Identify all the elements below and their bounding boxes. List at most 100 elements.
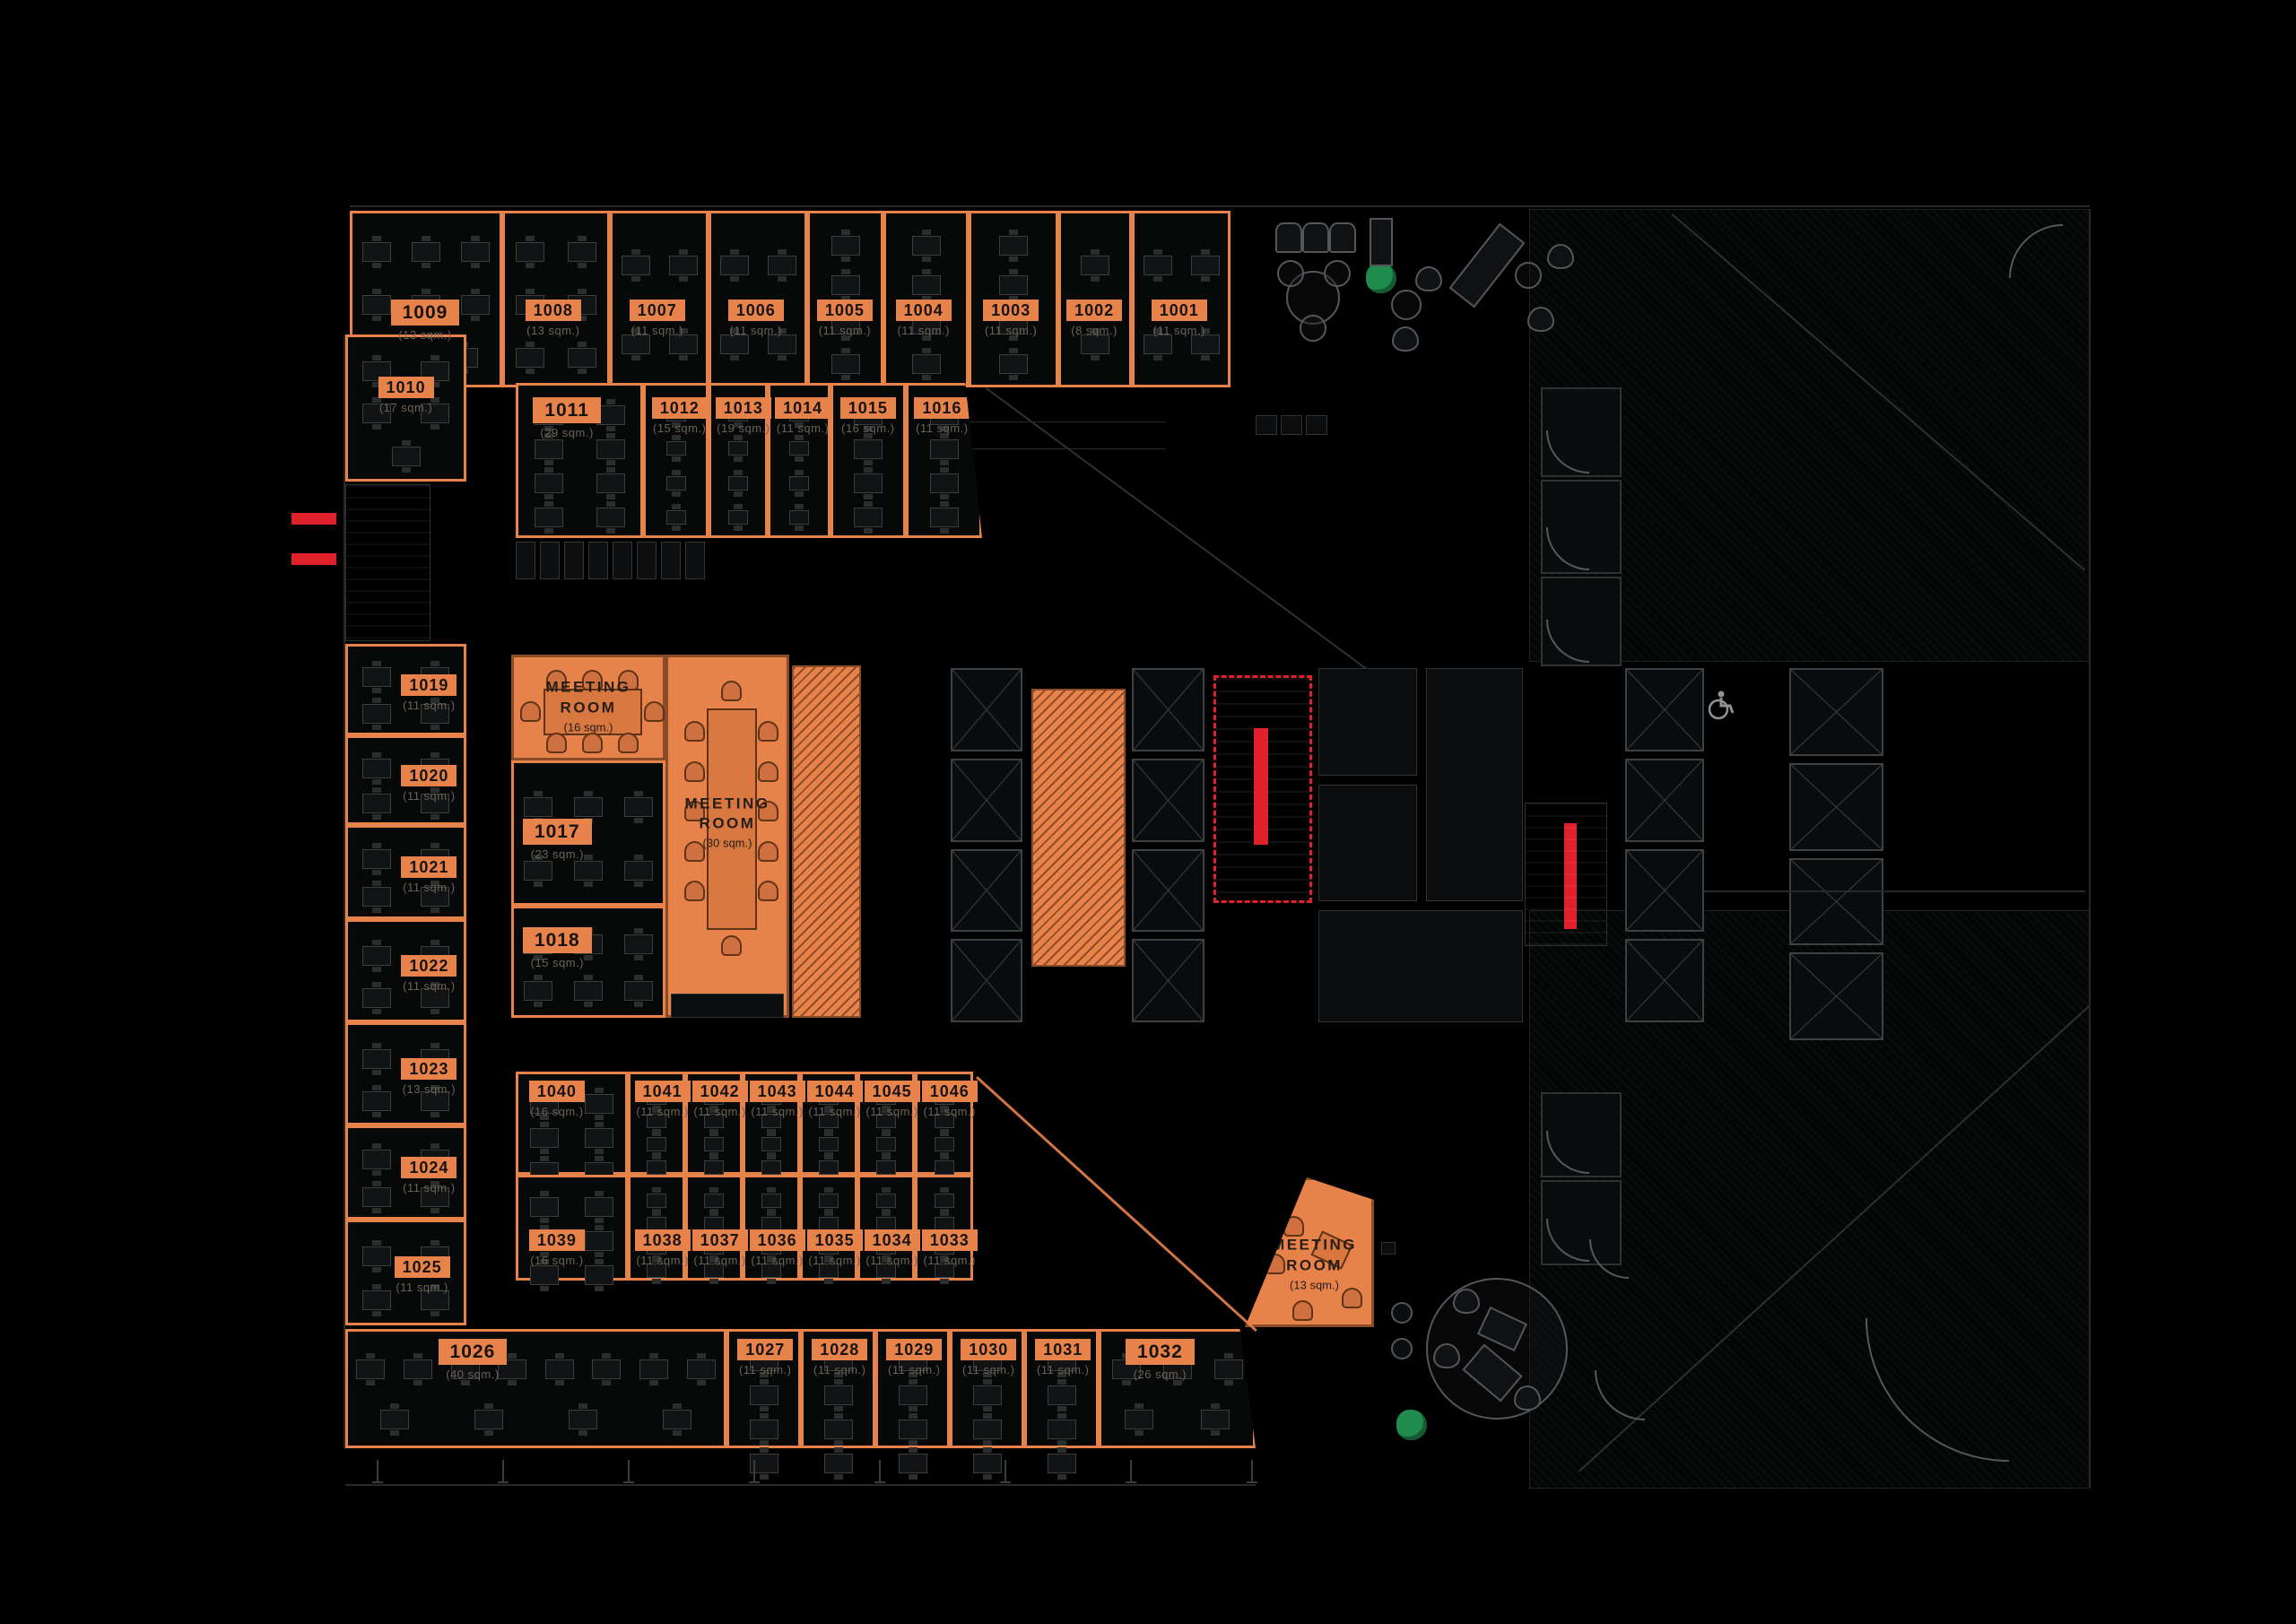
desk-icon bbox=[819, 1160, 839, 1175]
room-area: (26 sqm.) bbox=[1133, 1367, 1187, 1381]
room-area: (13 sqm.) bbox=[398, 327, 452, 342]
room-number-chip: 1017 bbox=[522, 819, 592, 846]
door-arc-icon bbox=[1546, 527, 1589, 570]
room-label: 1040(16 sqm.) bbox=[528, 1080, 585, 1118]
desk-icon bbox=[534, 439, 563, 459]
desk-icon bbox=[823, 1385, 853, 1405]
desk-icon bbox=[999, 236, 1028, 256]
room-label: 1005(11 sqm.) bbox=[816, 299, 873, 337]
restroom-strip bbox=[792, 665, 861, 1018]
room-area: (11 sqm.) bbox=[729, 323, 782, 337]
room-area: (11 sqm.) bbox=[897, 323, 950, 337]
room-number-chip: 1026 bbox=[438, 1338, 508, 1365]
room-1024: 1024(11 sqm.) bbox=[345, 1125, 466, 1220]
room-1041: 1041(11 sqm.) bbox=[628, 1072, 691, 1175]
room-label: 1028(11 sqm.) bbox=[812, 1338, 868, 1376]
elevator-shaft bbox=[951, 758, 1022, 842]
room-area: (16 sqm.) bbox=[530, 1104, 584, 1118]
desk-icon bbox=[911, 354, 941, 374]
lounge-circle-seat bbox=[1324, 260, 1351, 287]
desk-icon bbox=[789, 441, 809, 456]
desk-icon bbox=[361, 887, 391, 907]
room-label: 1021(11 sqm.) bbox=[401, 855, 457, 894]
chair-icon bbox=[758, 721, 779, 742]
desk-icon bbox=[361, 1290, 391, 1310]
desk-icon bbox=[823, 1420, 853, 1439]
room-area: (11 sqm.) bbox=[984, 323, 1038, 337]
room-number-chip: 1014 bbox=[775, 397, 831, 420]
desk-icon bbox=[530, 1197, 560, 1217]
room-1010: 1010(17 sqm.) bbox=[345, 334, 466, 482]
stair-run-bar bbox=[1564, 823, 1577, 929]
desk-icon bbox=[767, 334, 796, 354]
desk-icon bbox=[516, 242, 544, 263]
chair-icon bbox=[683, 760, 705, 782]
room-label: 1020(11 sqm.) bbox=[401, 765, 457, 803]
stairwell bbox=[345, 484, 430, 641]
desk-icon bbox=[411, 242, 440, 263]
room-area: (11 sqm.) bbox=[751, 1104, 804, 1118]
chair-icon bbox=[582, 669, 603, 690]
room-label: 1015(16 sqm.) bbox=[839, 397, 896, 435]
desk-icon bbox=[568, 347, 596, 368]
chair-icon bbox=[758, 801, 779, 822]
meeting-room-area: (13 sqm.) bbox=[1290, 1278, 1339, 1292]
chair-icon bbox=[582, 733, 603, 754]
room-area: (11 sqm.) bbox=[1037, 1362, 1090, 1376]
chair-icon bbox=[721, 934, 742, 956]
desk-icon bbox=[361, 794, 391, 814]
desk-area bbox=[356, 1351, 716, 1437]
desk-icon bbox=[1190, 334, 1220, 354]
room-1018: 1018(15 sqm.) bbox=[511, 906, 665, 1018]
room-label: 1026(40 sqm.) bbox=[438, 1338, 508, 1381]
desk-icon bbox=[361, 1246, 391, 1267]
room-area: (11 sqm.) bbox=[403, 698, 456, 712]
desk-icon bbox=[934, 1160, 954, 1175]
room-number-chip: 1045 bbox=[864, 1080, 920, 1102]
chair-icon bbox=[520, 701, 542, 722]
lounge-chair-icon bbox=[1527, 307, 1554, 332]
desk-icon bbox=[1047, 1385, 1076, 1405]
chair-icon bbox=[546, 733, 568, 754]
room-number-chip: 1010 bbox=[378, 377, 434, 399]
desk-icon bbox=[361, 945, 391, 966]
desk-icon bbox=[584, 1265, 613, 1285]
room-label: 1001(11 sqm.) bbox=[1151, 299, 1207, 337]
utility-room bbox=[1381, 1242, 1396, 1255]
desk-icon bbox=[704, 1194, 724, 1208]
desk-icon bbox=[972, 1454, 1002, 1473]
room-number-chip: 1032 bbox=[1126, 1338, 1195, 1365]
desk-icon bbox=[574, 981, 603, 1001]
desk-icon bbox=[356, 1359, 386, 1379]
room-number-chip: 1015 bbox=[839, 397, 896, 420]
door-arc-icon bbox=[1546, 430, 1589, 473]
desk-icon bbox=[530, 1128, 560, 1148]
meeting-room-name: MEETING ROOM bbox=[684, 795, 770, 833]
room-label: 1016(11 sqm.) bbox=[914, 397, 970, 435]
wall-line bbox=[2089, 209, 2091, 1489]
desk-icon bbox=[719, 256, 749, 275]
room-number-chip: 1034 bbox=[864, 1229, 920, 1252]
room-number-chip: 1018 bbox=[522, 927, 592, 954]
room-number-chip: 1019 bbox=[401, 673, 457, 696]
desk-icon bbox=[1047, 1454, 1076, 1473]
room-label: 1024(11 sqm.) bbox=[401, 1156, 457, 1194]
lounge-circle-seat bbox=[1515, 262, 1542, 289]
room-label: 1008(13 sqm.) bbox=[525, 299, 581, 337]
room-1006: 1006(11 sqm.) bbox=[709, 211, 807, 387]
chair-icon bbox=[1283, 1216, 1305, 1238]
door-arc-icon bbox=[1546, 1219, 1589, 1262]
desk-icon bbox=[761, 1194, 781, 1208]
chair-icon bbox=[617, 669, 639, 690]
room-number-chip: 1005 bbox=[816, 299, 873, 321]
room-1035: 1035(11 sqm.) bbox=[800, 1175, 863, 1281]
lounge-chair-icon bbox=[1392, 326, 1419, 352]
chair-icon bbox=[758, 760, 779, 782]
door-arc-icon bbox=[1546, 620, 1589, 663]
desk-icon bbox=[361, 758, 391, 778]
desk-icon bbox=[534, 473, 563, 493]
meeting-room-name: MEETING ROOM bbox=[1272, 1236, 1357, 1274]
room-1030: 1030(11 sqm.) bbox=[950, 1329, 1024, 1473]
lounge-chair-icon bbox=[1514, 1385, 1541, 1411]
desk-icon bbox=[999, 354, 1028, 374]
